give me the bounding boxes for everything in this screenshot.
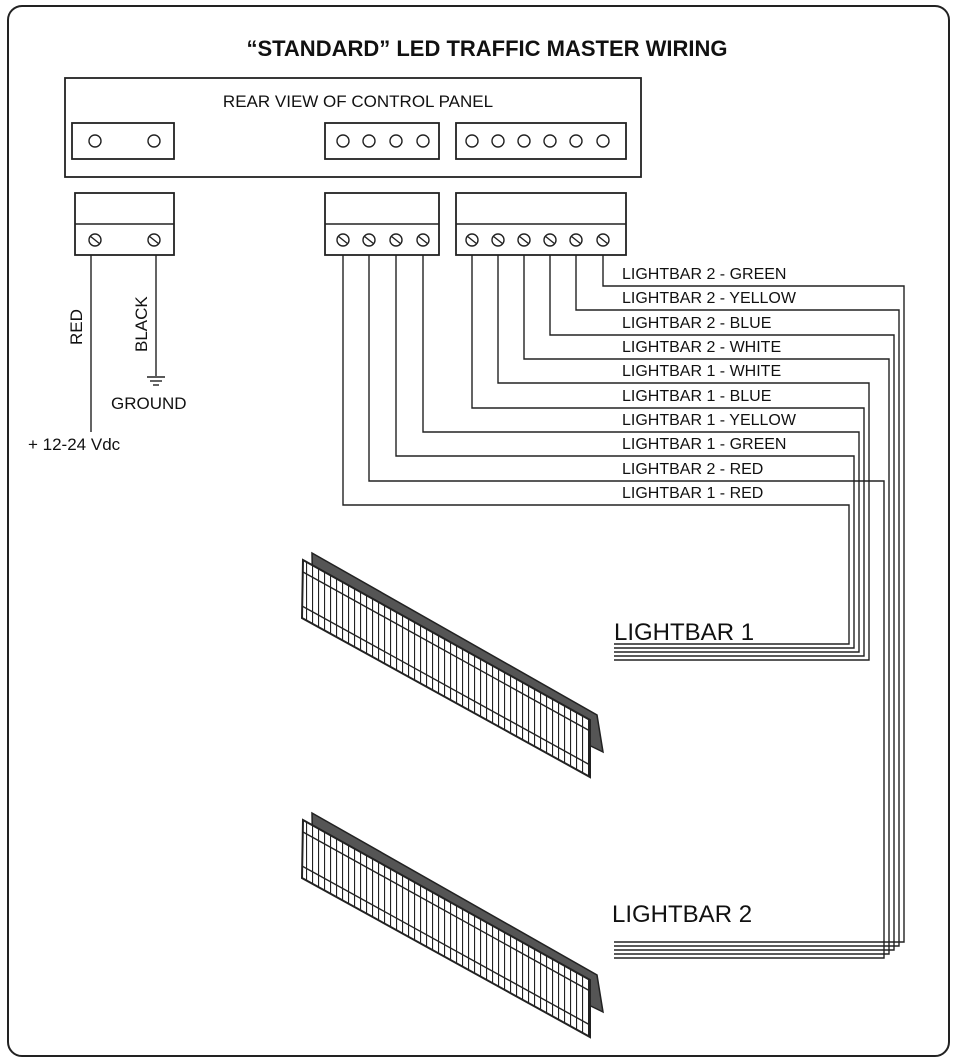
lightbar-2-illustration [300,811,604,1039]
panel-port-4pin [324,122,440,160]
wire [368,255,885,959]
lightbar-2-label: LIGHTBAR 2 [612,901,752,928]
wire [575,255,900,947]
wire-label: LIGHTBAR 1 - BLUE [622,388,771,405]
wire-label: LIGHTBAR 1 - WHITE [622,363,781,380]
lightbar-1-illustration [300,551,604,779]
control-panel-label: REAR VIEW OF CONTROL PANEL [223,92,493,111]
terminal-block-4pin [324,192,440,256]
terminal-block-power [74,192,175,256]
wire-label: LIGHTBAR 1 - GREEN [622,436,786,453]
lightbar-1-label: LIGHTBAR 1 [614,619,754,646]
wire-label: LIGHTBAR 2 - YELLOW [622,290,797,307]
supply-voltage-label: + 12-24 Vdc [28,435,121,454]
red-wire-label: RED [67,309,86,345]
ground-label: GROUND [111,394,187,413]
wire-label: LIGHTBAR 2 - GREEN [622,266,786,283]
wire [549,255,895,951]
wire-labels: LIGHTBAR 2 - GREEN LIGHTBAR 2 - YELLOW L… [622,266,797,502]
wire [422,255,860,653]
wire-harness [342,255,905,959]
terminal-block-6pin [455,192,627,256]
wire-label: LIGHTBAR 1 - RED [622,485,763,502]
wire [395,255,855,649]
panel-port-6pin [455,122,627,160]
wire-label: LIGHTBAR 2 - BLUE [622,315,771,332]
black-wire-label: BLACK [132,296,151,352]
wire [602,255,905,943]
outer-frame [7,5,950,1057]
wire [523,255,890,955]
diagram-title: “STANDARD” LED TRAFFIC MASTER WIRING [246,36,727,61]
wire-label: LIGHTBAR 1 - YELLOW [622,412,797,429]
panel-port-power [71,122,175,160]
wire [342,255,850,645]
wire-label: LIGHTBAR 2 - WHITE [622,339,781,356]
wire-label: LIGHTBAR 2 - RED [622,461,763,478]
wire [497,255,870,661]
wire [471,255,865,657]
ground-symbol-icon [147,376,165,386]
